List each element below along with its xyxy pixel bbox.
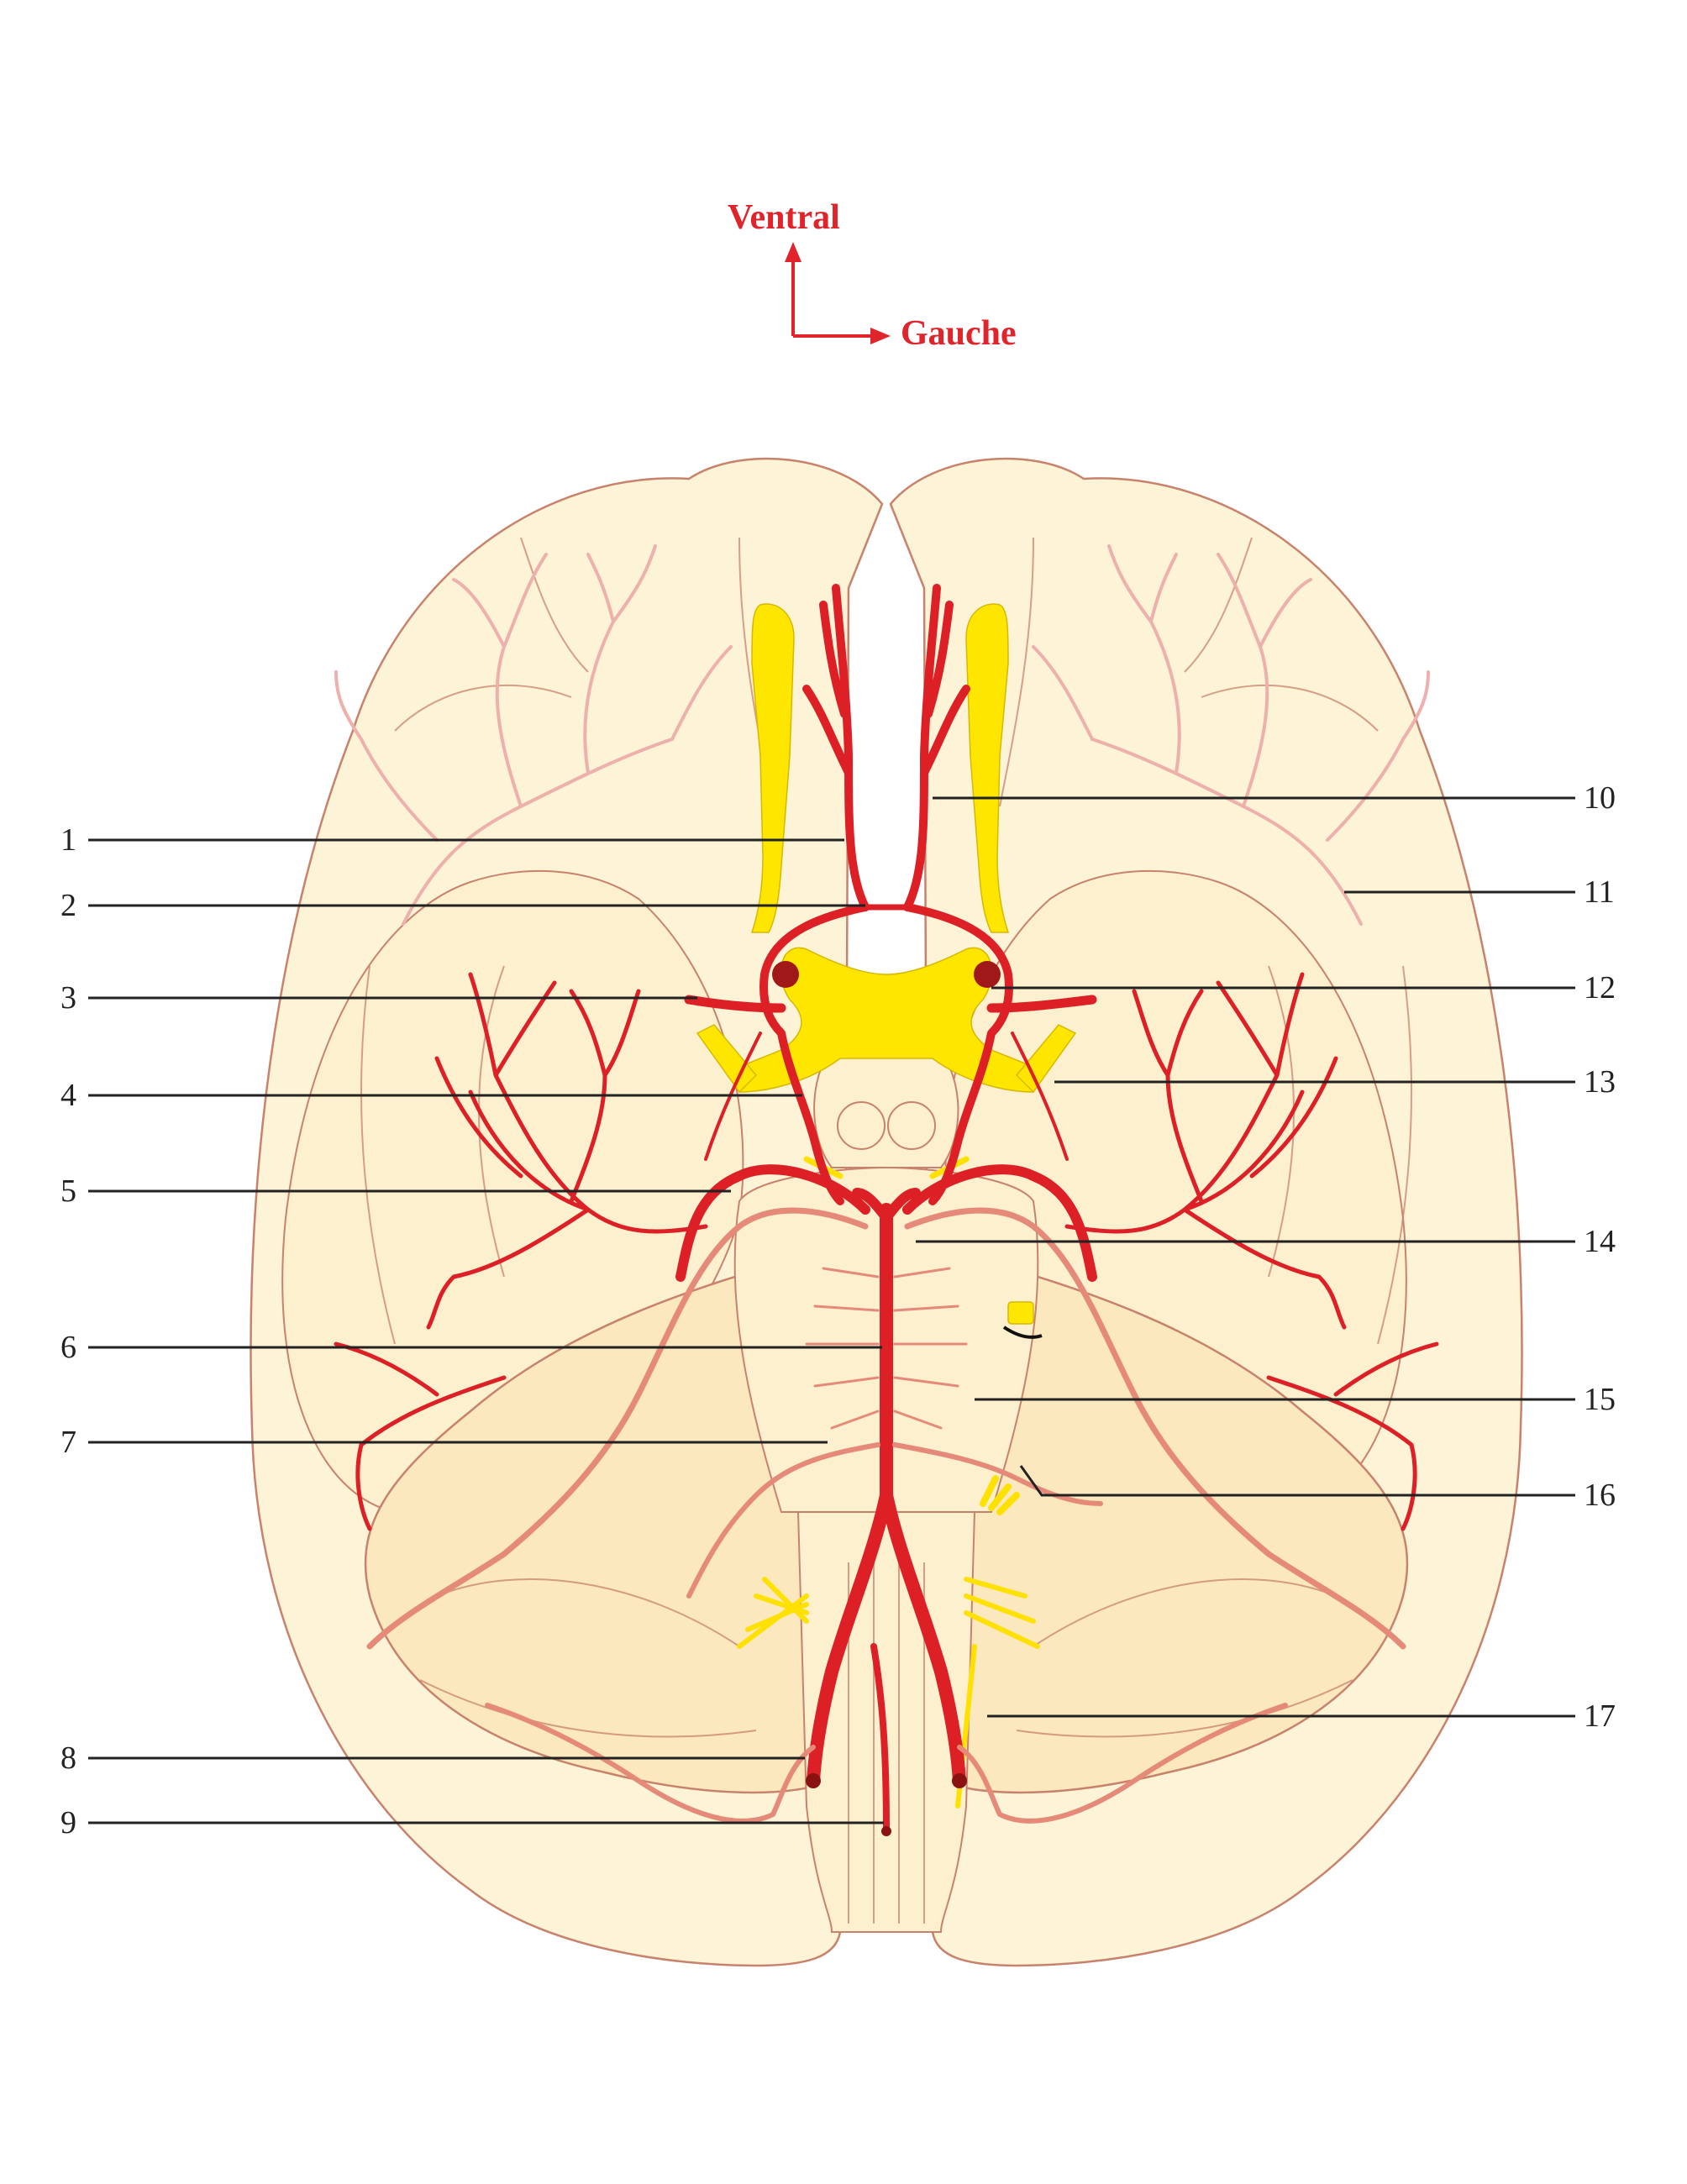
fold-l3: [1377, 965, 1412, 1345]
label-3: 3: [60, 980, 76, 1016]
mammillary-body-right: [837, 1101, 886, 1150]
optic-chiasm: [738, 947, 1034, 1093]
superior-cerebellar-artery-right: [366, 1207, 869, 1650]
pontine-branches: [805, 1267, 968, 1430]
internal-carotid-right: [772, 961, 799, 988]
frontal-branches-left: [1032, 544, 1430, 926]
superior-cerebellar-artery-left: [904, 1207, 1406, 1650]
orientation-right-arrowhead: [870, 328, 891, 344]
arteries: [334, 544, 1439, 1836]
labyrinthine-marker: [1002, 1326, 1043, 1339]
posterior-inferior-cerebellar-artery-left: [957, 1703, 1288, 1824]
anterior-spinal-artery-end: [881, 1826, 891, 1836]
label-6: 6: [60, 1330, 76, 1365]
vertebral-artery-right-end: [806, 1773, 821, 1788]
label-11: 11: [1584, 874, 1615, 910]
label-9: 9: [60, 1805, 76, 1840]
anterior-inferior-cerebellar-artery-right: [686, 1442, 880, 1599]
cerebellum-fold-3: [419, 1679, 757, 1738]
label-4: 4: [60, 1078, 76, 1113]
anterior-choroidal-artery-left: [1011, 1032, 1069, 1161]
anterior-choroidal-artery-right: [704, 1032, 762, 1161]
fold-l1: [1201, 684, 1379, 732]
middle-cerebral-artery-right: [684, 995, 786, 1013]
cranial-nerves-left: [955, 1577, 1040, 1809]
orientation-up-label: Ventral: [728, 198, 840, 237]
vestibulocochlear-nerve: [1007, 1301, 1034, 1325]
label-2: 2: [60, 888, 76, 923]
vertebral-artery-left-end: [952, 1773, 967, 1788]
fold-r3: [360, 965, 396, 1345]
label-8: 8: [60, 1740, 76, 1776]
label-16: 16: [1584, 1478, 1616, 1513]
cranial-nerves-right: [737, 1577, 809, 1649]
olfactory-tract-left: [965, 603, 1010, 933]
label-10: 10: [1584, 780, 1616, 816]
fold-r1: [394, 684, 572, 732]
circle-of-willis: [759, 903, 1013, 1205]
vertebral-artery-right: [807, 1488, 893, 1788]
internal-carotid-left: [974, 961, 1001, 988]
fold-l2: [1184, 537, 1253, 673]
vertebral-artery-left: [880, 1488, 966, 1788]
leader-16: [1019, 1465, 1575, 1497]
trigeminal-nerves: [980, 1475, 1020, 1515]
orientation-right-label: Gauche: [901, 314, 1017, 353]
fold-l5: [999, 537, 1034, 807]
middle-cerebral-artery-left: [986, 995, 1097, 1013]
posterior-cerebral-branches-right: [334, 972, 708, 1531]
label-13: 13: [1584, 1064, 1616, 1100]
cerebellum-fold-4: [1016, 1679, 1353, 1738]
label-12: 12: [1584, 970, 1616, 1005]
orientation-indicator: Ventral Gauche: [728, 198, 1017, 353]
labels-right: 10 11 12 13 14 15 16 17: [916, 780, 1616, 1734]
anterior-inferior-cerebellar-artery-left: [892, 1442, 1103, 1506]
frontal-branches-right: [334, 544, 733, 926]
label-15: 15: [1584, 1382, 1616, 1417]
label-17: 17: [1584, 1698, 1616, 1734]
anterior-cerebral-artery-right: [802, 584, 870, 911]
mammillary-body-left: [887, 1101, 936, 1150]
posterior-inferior-cerebellar-artery-right: [485, 1703, 816, 1824]
labels-left: 1 2 3 4 5 6 7 8 9: [60, 822, 884, 1840]
fold-r2: [520, 537, 589, 673]
label-1: 1: [60, 822, 76, 858]
basilar-bifurcation: [852, 1188, 921, 1223]
orientation-up-arrowhead: [785, 242, 801, 262]
posterior-cerebral-artery-right: [675, 1164, 870, 1282]
olfactory-tract-right: [750, 603, 795, 933]
anterior-spinal-artery: [870, 1643, 890, 1835]
label-5: 5: [60, 1173, 76, 1209]
anterior-cerebral-artery-left: [903, 584, 970, 911]
posterior-cerebral-artery-left: [902, 1164, 1097, 1282]
cerebellum-fold-1: [436, 1578, 740, 1647]
posterior-cerebral-branches-left: [1064, 972, 1439, 1531]
label-14: 14: [1584, 1224, 1616, 1259]
cerebellum-fold-2: [1033, 1578, 1337, 1647]
label-7: 7: [60, 1425, 76, 1460]
